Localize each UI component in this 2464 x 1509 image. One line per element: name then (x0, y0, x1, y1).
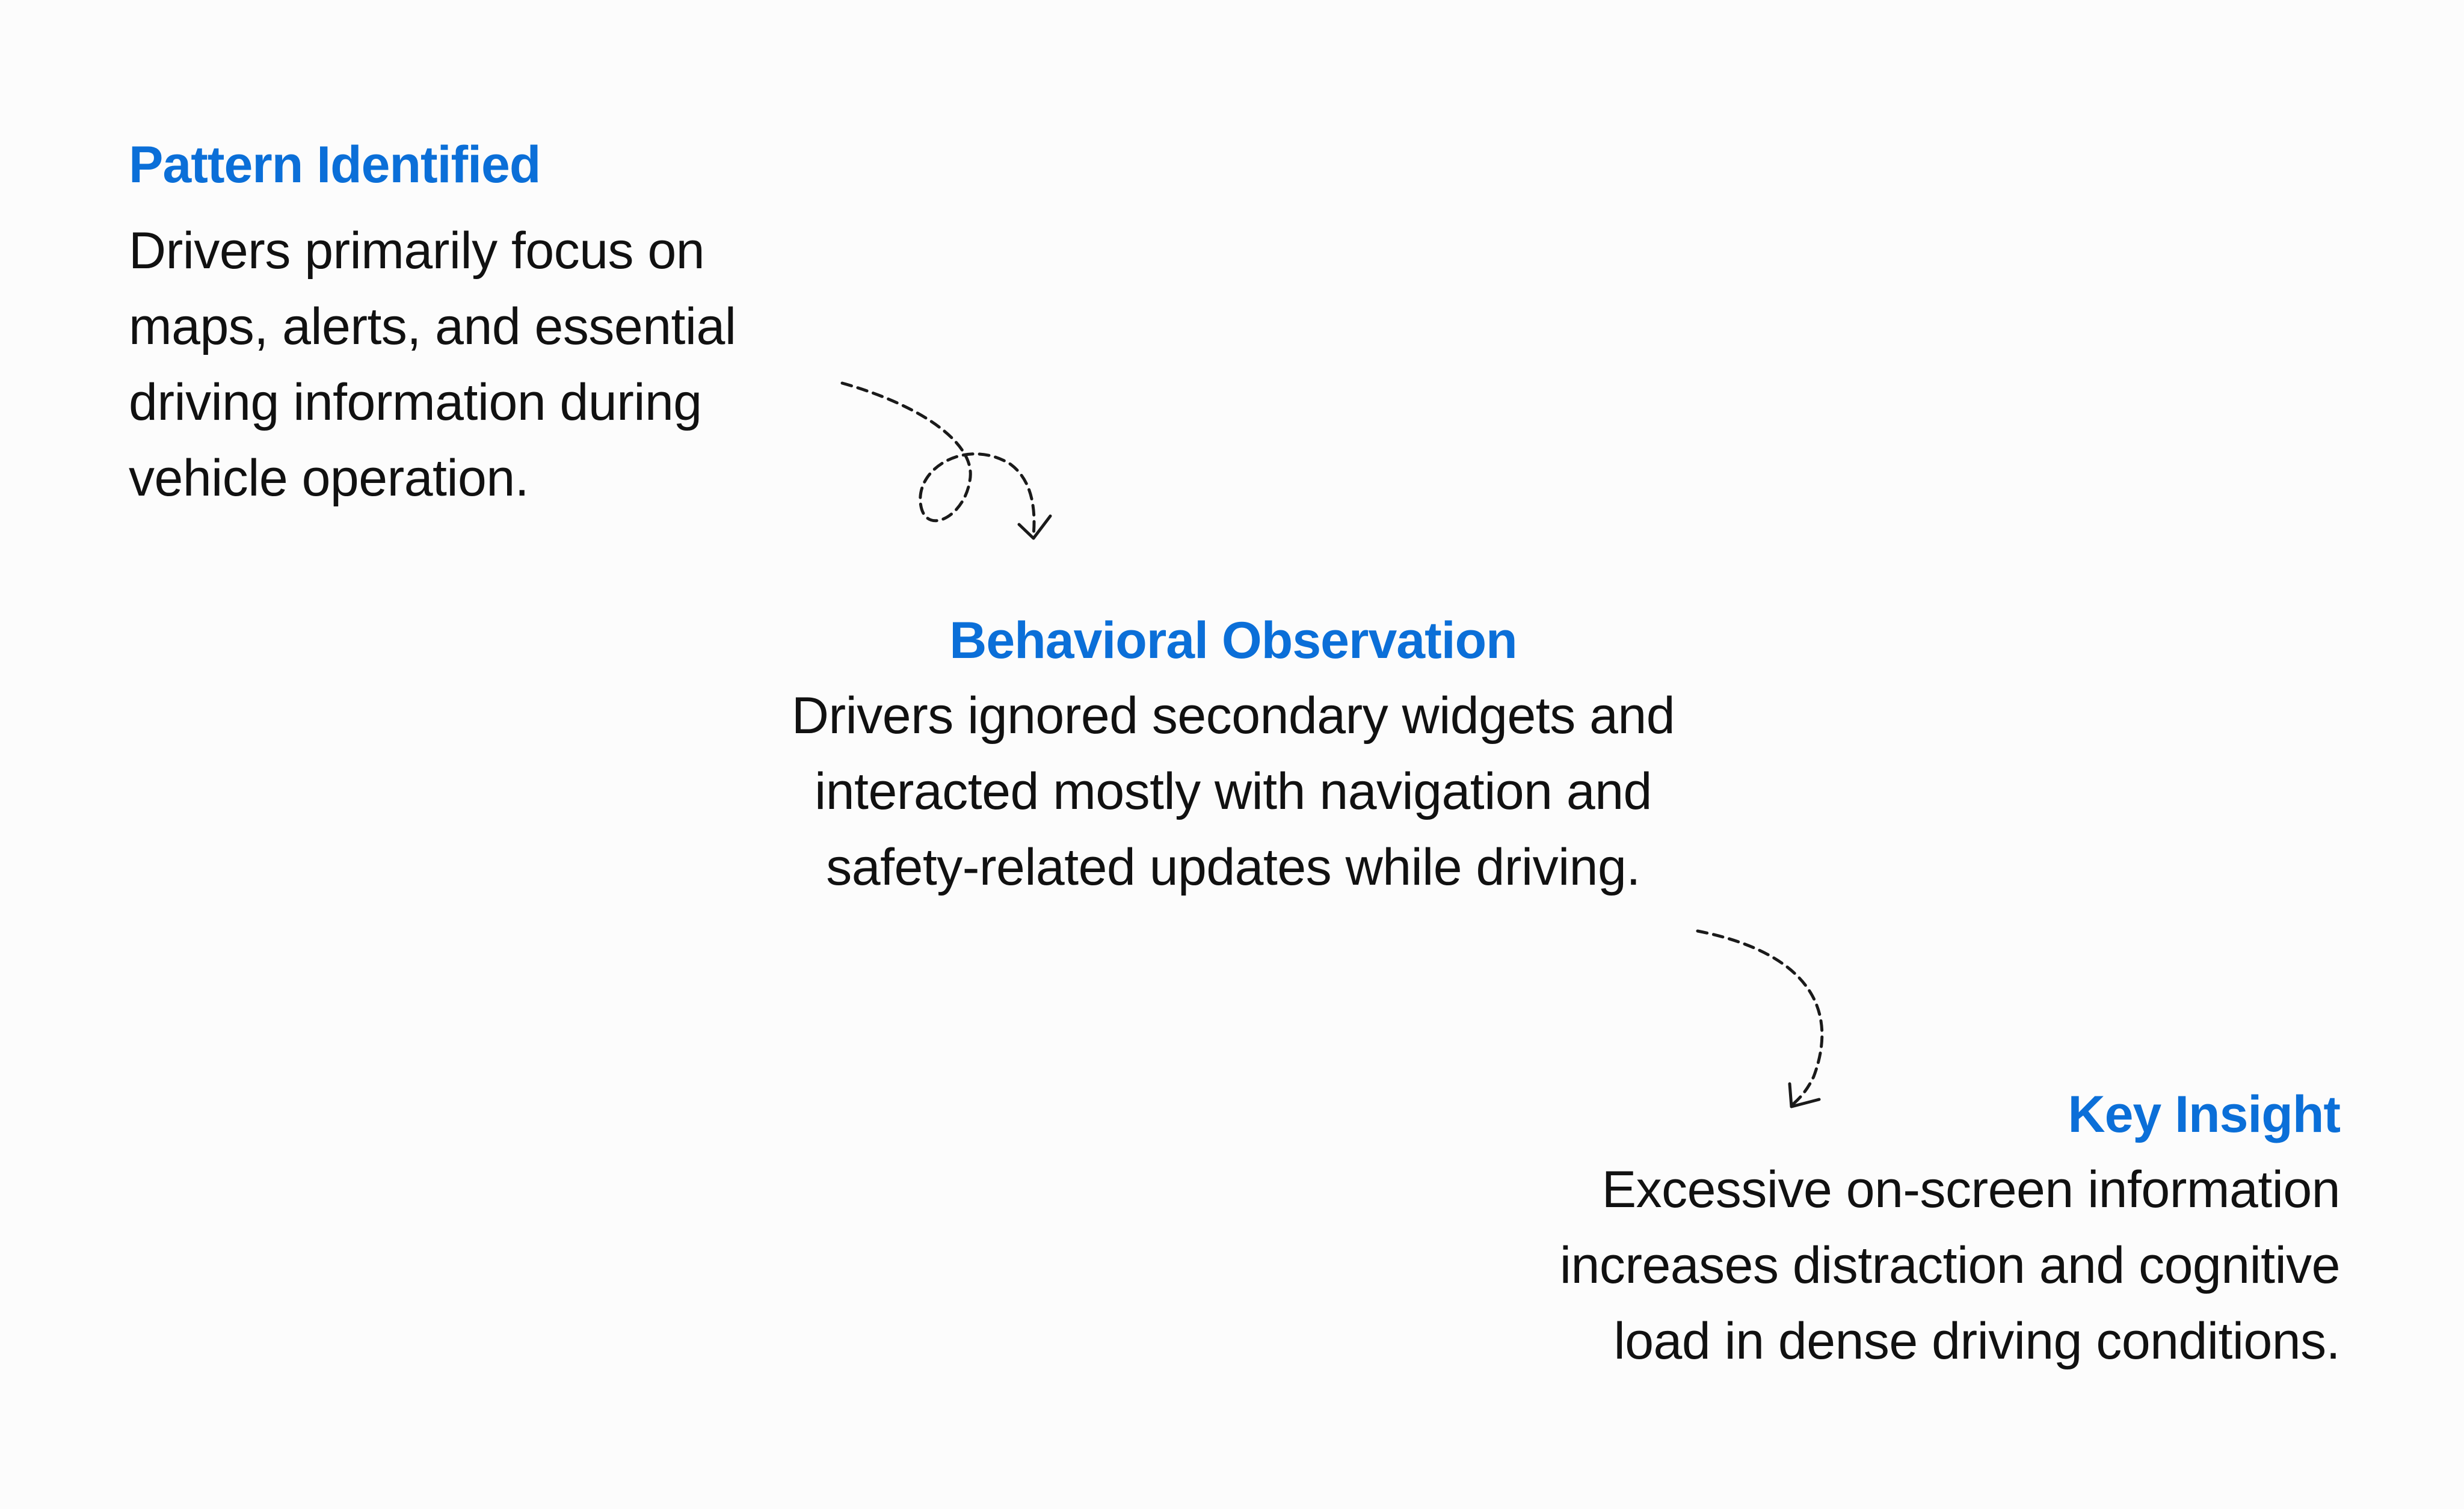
description-line: Drivers primarily focus on (129, 222, 705, 280)
description-line: load in dense driving conditions. (1613, 1312, 2341, 1370)
step-description: Excessive on-screen information increase… (1438, 1152, 2341, 1379)
description-line: safety-related updates while driving. (826, 838, 1640, 896)
description-line: maps, alerts, and essential (129, 298, 736, 355)
step-description: Drivers primarily focus on maps, alerts,… (129, 213, 851, 516)
step-heading: Pattern Identified (129, 136, 541, 194)
step-behavioral-observation: Behavioral Observation Drivers ignored s… (752, 610, 1714, 905)
step-description: Drivers ignored secondary widgets and in… (752, 678, 1714, 905)
step-heading: Behavioral Observation (949, 612, 1517, 669)
loop-arrow-icon (840, 381, 1052, 540)
description-line: increases distraction and cognitive (1559, 1237, 2341, 1294)
description-line: interacted mostly with navigation and (815, 763, 1652, 820)
description-line: Drivers ignored secondary widgets and (791, 687, 1675, 745)
loop-arrow-head (1017, 514, 1052, 540)
curved-arrow-icon (1696, 929, 1824, 1108)
description-line: Excessive on-screen information (1601, 1161, 2341, 1219)
loop-arrow-path (840, 381, 1036, 537)
step-pattern-identified: Pattern Identified Drivers primarily foc… (129, 135, 851, 516)
description-line: driving information during (129, 373, 702, 431)
step-key-insight: Key Insight Excessive on-screen informat… (1438, 1084, 2341, 1379)
step-heading: Key Insight (2068, 1086, 2341, 1143)
curved-arrow-path (1696, 929, 1824, 1107)
description-line: vehicle operation. (129, 449, 529, 507)
